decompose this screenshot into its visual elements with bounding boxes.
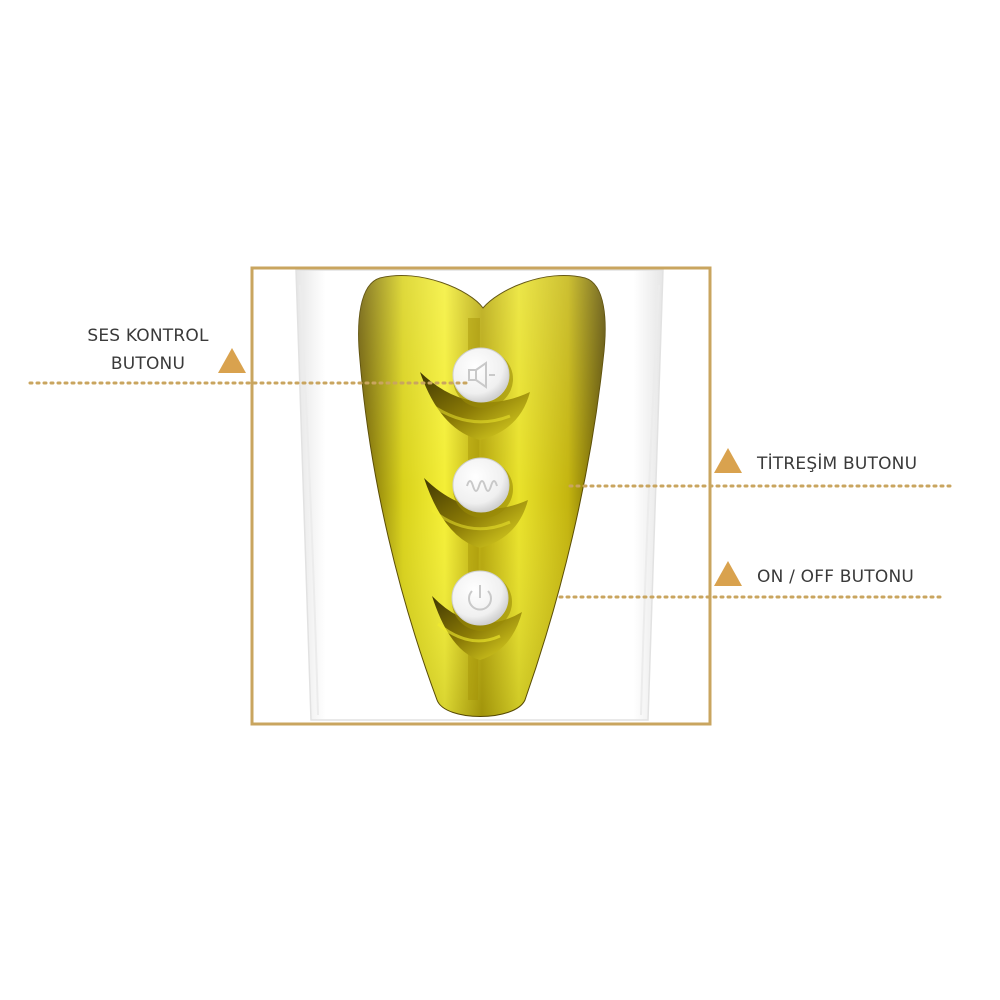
volume-button[interactable] [452, 347, 513, 408]
highlight-frame [250, 266, 712, 726]
power-triangle-marker [714, 561, 742, 586]
wave-icon [466, 480, 498, 492]
vibration-button[interactable] [452, 457, 513, 518]
volume-triangle-marker [218, 348, 246, 373]
vibration-triangle-marker [714, 448, 742, 473]
speaker-icon [468, 361, 495, 389]
power-callout-label: ON / OFF BUTONU [757, 567, 915, 587]
power-icon [468, 585, 492, 611]
volume-callout-label: SES KONTROL BUTONU [74, 322, 222, 378]
volume-callout-line2: BUTONU [110, 354, 186, 374]
volume-callout-line1: SES KONTROL [87, 326, 209, 346]
power-button[interactable] [451, 570, 512, 631]
vibration-callout-label: TİTREŞİM BUTONU [757, 454, 918, 474]
